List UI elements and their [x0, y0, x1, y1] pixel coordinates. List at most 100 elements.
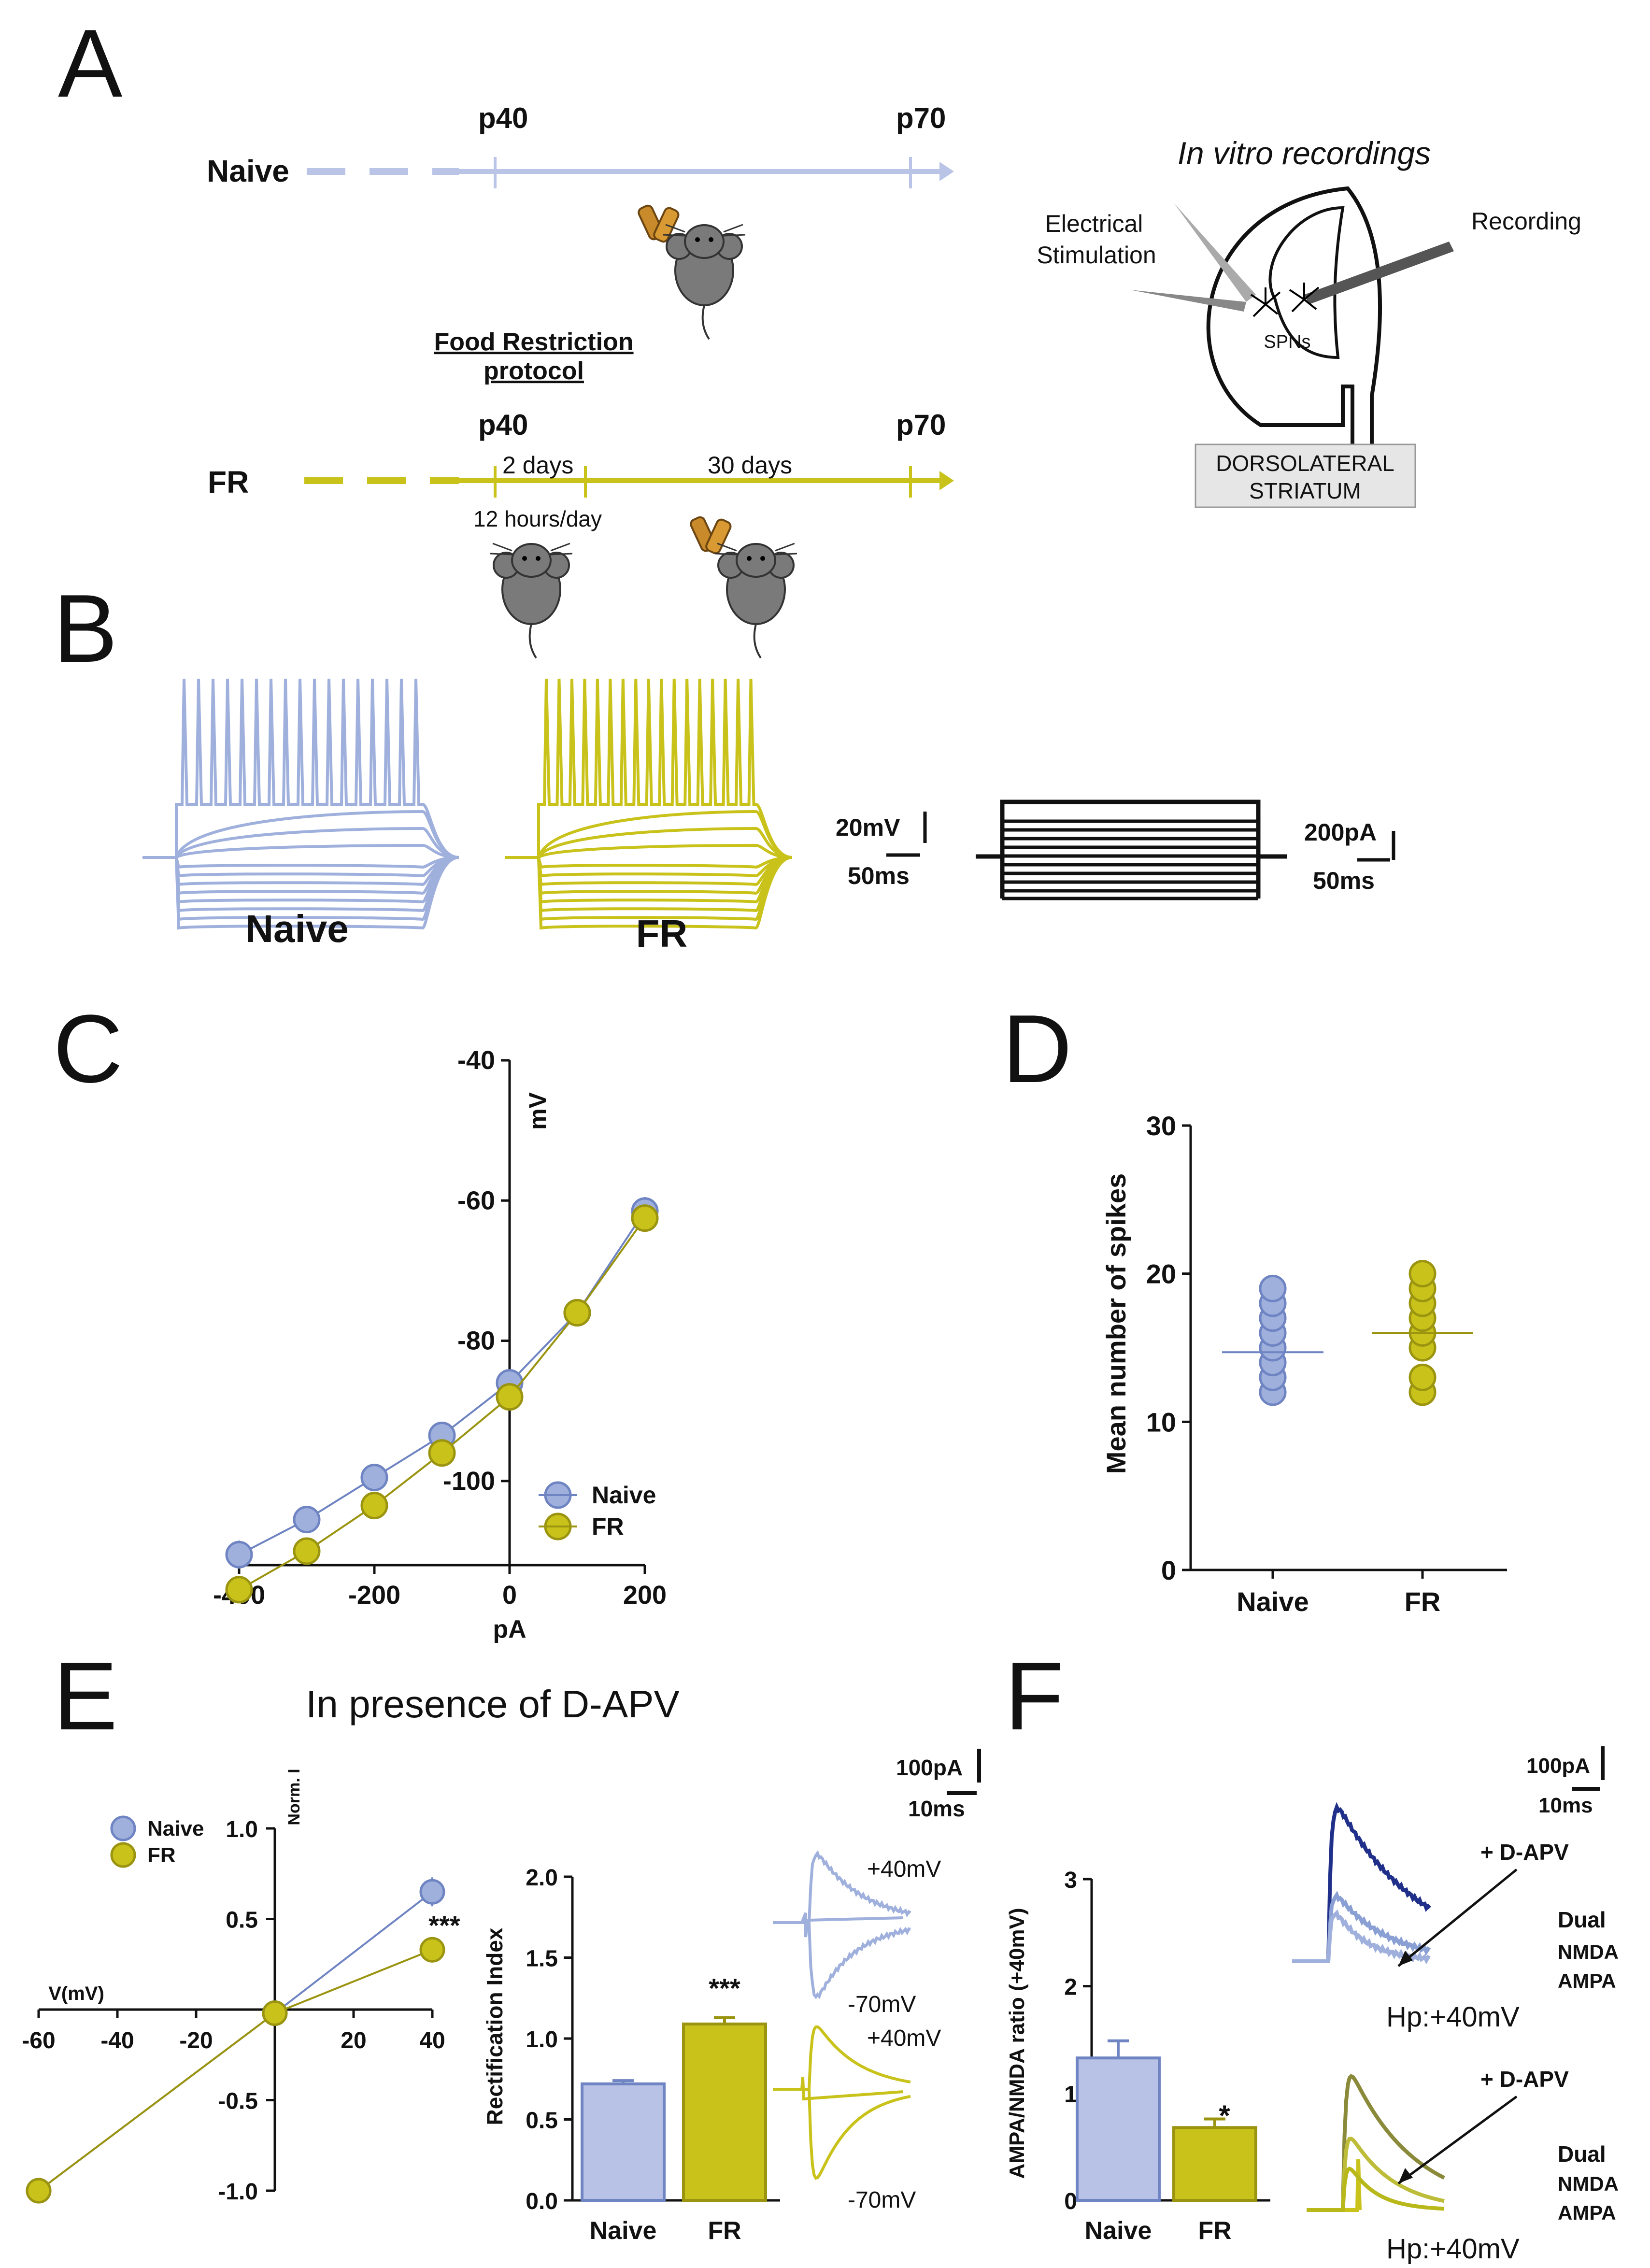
in-vitro-title: In vitro recordings [1178, 135, 1431, 171]
y-tick-label: 0 [1064, 2189, 1077, 2214]
y-tick-label: 0 [1161, 1555, 1176, 1585]
protocol-title: protocol [484, 357, 584, 385]
panel-label-c: C [53, 995, 123, 1103]
y-tick-label: -1.0 [218, 2179, 258, 2205]
data-point-FR [26, 2178, 52, 2204]
data-point-Naive [225, 1541, 253, 1569]
data-point [1408, 1363, 1437, 1391]
f-epsc-traces-naive [1292, 1802, 1431, 1965]
two-days-label: 2 days [502, 452, 573, 479]
electrical-label: Electrical [1045, 210, 1143, 237]
panel-label-d: D [1002, 995, 1072, 1103]
data-point-FR [262, 2000, 288, 2026]
bar-FR [682, 2022, 767, 2202]
thirty-days-label: 30 days [708, 452, 792, 479]
chart-e-title: In presence of D-APV [306, 1683, 680, 1726]
food-restriction-title: Food Restriction [434, 328, 633, 356]
y-tick-label: 20 [1146, 1259, 1176, 1289]
x-tick-label: 20 [341, 2028, 366, 2054]
panel-label-a: A [58, 10, 123, 117]
chart-f-significance: * [1219, 2099, 1230, 2132]
x-tick-label: 0 [502, 1581, 517, 1610]
chart-e-bar-ylabel: Rectification Index [482, 1927, 507, 2125]
legend-e-marker-naive [110, 1815, 136, 1841]
y-tick-label: 0.5 [226, 1908, 258, 1933]
data-point-Naive [293, 1506, 321, 1534]
hours-label: 12 hours/day [473, 506, 602, 531]
legend-e-marker-fr [110, 1842, 136, 1868]
bar-Naive [1076, 2056, 1161, 2202]
panel-label-f: F [1005, 1642, 1064, 1750]
chart-e-significance: *** [428, 1910, 460, 1940]
x-tick-label: -60 [22, 2028, 55, 2054]
depolarizing-trace [505, 827, 793, 859]
f-ampa-label-1: AMPA [1558, 1969, 1616, 1992]
bar-FR [1172, 2126, 1257, 2202]
f-epsc-traces-fr [1307, 2074, 1445, 2212]
x-tick-label: -40 [100, 2028, 134, 2054]
stim-artifact [1307, 2159, 1362, 2212]
hyperpolarizing-trace [142, 856, 459, 895]
hyperpolarizing-trace [142, 856, 459, 878]
hyperpolarizing-trace [505, 856, 793, 886]
nmda-trace [1307, 2137, 1445, 2212]
e-fr-plus40: +40mV [867, 2026, 941, 2051]
ampa-trace [1292, 1909, 1431, 1965]
x-tick-label: FR [708, 2217, 741, 2245]
e-scale-10ms: 10ms [908, 1796, 965, 1821]
y-tick-label: -40 [457, 1046, 495, 1075]
hyperpolarizing-trace [142, 856, 459, 930]
depolarizing-trace [142, 843, 459, 859]
x-tick-label: 40 [419, 2028, 445, 2054]
dual-trace [1307, 2074, 1445, 2212]
data-point-Naive [360, 1464, 388, 1492]
y-tick-label: -0.5 [218, 2089, 258, 2114]
data-point-FR [496, 1383, 524, 1411]
hyperpolarizing-trace [142, 856, 459, 869]
stimulation-label: Stimulation [1037, 242, 1156, 269]
f-dual-label-1: Dual [1558, 1907, 1606, 1932]
y-tick-label: 1 [1064, 2082, 1077, 2107]
e-naive-minus70: -70mV [848, 1992, 916, 2017]
spiking-trace [142, 678, 459, 859]
series-line-Naive [239, 1210, 646, 1556]
e-epsc-traces-naive [773, 1850, 911, 1999]
legend-e-label-naive: Naive [147, 1817, 204, 1840]
y-tick-label: 1.0 [526, 2027, 558, 2053]
hyperpolarizing-trace [142, 856, 459, 886]
chart-c-ylabel: mV [524, 1092, 551, 1129]
y-tick-label: -100 [443, 1467, 495, 1496]
spiking-trace [505, 678, 793, 859]
bar-Naive [581, 2082, 666, 2202]
scale-20mv: 20mV [836, 814, 900, 841]
nmda-trace [1292, 1891, 1431, 1963]
spns-label: SPNs [1264, 332, 1310, 352]
current-step-protocol [976, 799, 1287, 900]
fr-row-label: FR [208, 465, 249, 499]
epsc-minus70 [773, 1921, 911, 1999]
depolarizing-trace [505, 843, 793, 859]
f-dapv-label-1: + D-APV [1480, 1840, 1569, 1865]
striatum-label: STRIATUM [1249, 478, 1361, 503]
depolarizing-trace [142, 827, 459, 859]
f-hp-label-2: Hp:+40mV [1386, 2233, 1520, 2265]
y-tick-label: 0.0 [526, 2189, 558, 2214]
y-tick-label: 10 [1146, 1407, 1176, 1437]
hyperpolarizing-trace [142, 856, 459, 904]
y-tick-label: -80 [457, 1327, 495, 1355]
naive-firing-traces [142, 678, 459, 930]
y-tick-label: 0.5 [526, 2108, 558, 2134]
naive-row-label: Naive [207, 154, 289, 188]
panel-label-b: B [53, 575, 117, 683]
stimulation-electrode-2 [1130, 290, 1246, 312]
data-point-FR [563, 1299, 591, 1327]
ampa-trace [1307, 2167, 1445, 2212]
y-tick-label: 3 [1064, 1868, 1077, 1893]
x-tick-label: Naive [1237, 1586, 1309, 1617]
e-naive-plus40: +40mV [867, 1856, 941, 1882]
x-tick-label: FR [1405, 1586, 1441, 1617]
e-epsc-traces-fr [773, 2025, 911, 2180]
f-dual-label-2: Dual [1558, 2141, 1606, 2167]
scale-50ms-2: 50ms [1313, 867, 1375, 894]
